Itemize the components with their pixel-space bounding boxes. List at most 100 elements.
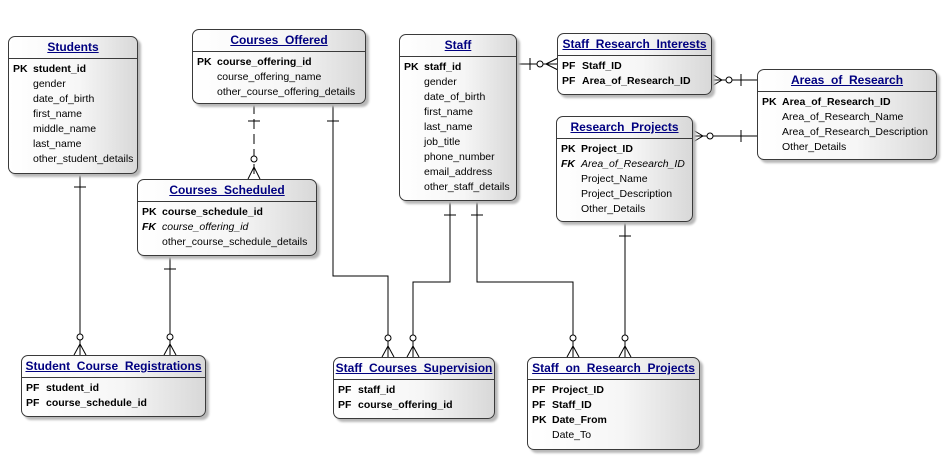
attribute-row: Area_of_Research_Description: [762, 125, 932, 140]
entity-title: Staff_Courses_Supervision: [334, 358, 494, 380]
attribute-name: other_student_details: [33, 153, 134, 165]
attribute-name: Area_of_Research_Name: [782, 111, 904, 123]
attribute-name: middle_name: [33, 123, 97, 135]
attribute-name: job_title: [424, 136, 461, 148]
attribute-row: phone_number: [404, 150, 512, 165]
key-marker: PK: [142, 206, 157, 218]
key-marker: PK: [13, 63, 28, 75]
attribute-name: email_address: [424, 166, 493, 178]
attribute-row: middle_name: [13, 122, 133, 137]
attribute-name: Staff_ID: [552, 399, 592, 411]
attribute-row: last_name: [13, 137, 133, 152]
attribute-row: Project_Name: [561, 172, 688, 187]
attribute-row: Date_To: [532, 428, 695, 443]
attribute-name: Other_Details: [581, 203, 646, 215]
attribute-row: date_of_birth: [404, 90, 512, 105]
attribute-row: other_course_offering_details: [197, 85, 361, 100]
attribute-row: date_of_birth: [13, 92, 133, 107]
entity-title: Staff_on_Research_Projects: [528, 358, 699, 380]
rel-staff-onprojects: [471, 201, 580, 358]
rel-scheduled-registrations: [163, 256, 177, 356]
attribute-row: other_student_details: [13, 152, 133, 167]
attribute-row: course_offering_name: [197, 70, 361, 85]
attribute-row: gender: [404, 75, 512, 90]
key-marker: PK: [561, 143, 576, 155]
attribute-row: PK student_id: [13, 62, 133, 77]
entity-title: Courses_Offered: [193, 30, 365, 52]
attribute-row: email_address: [404, 165, 512, 180]
attribute-name: staff_id: [358, 384, 396, 396]
entity-title: Staff: [400, 35, 516, 57]
key-marker: PF: [562, 75, 576, 87]
key-marker: PK: [532, 414, 547, 426]
attribute-name: course_schedule_id: [162, 206, 263, 218]
attribute-name: student_id: [46, 382, 100, 394]
attribute-name: Area_of_Research_ID: [782, 96, 891, 108]
attribute-name: other_course_offering_details: [217, 86, 356, 98]
attribute-name: course_offering_id: [358, 399, 453, 411]
key-marker: PF: [26, 397, 40, 409]
rel-offered-supervision: [327, 104, 395, 358]
entity-attributes: PF student_id PF course_schedule_id: [22, 378, 205, 411]
entity-title: Research_Projects: [557, 117, 692, 139]
attribute-row: PF course_schedule_id: [26, 396, 201, 411]
attribute-name: Date_From: [552, 414, 607, 426]
attribute-name: other_course_schedule_details: [162, 236, 308, 248]
attribute-name: staff_id: [424, 61, 462, 73]
attribute-name: Date_To: [552, 429, 592, 441]
attribute-row: PF staff_id: [338, 383, 490, 398]
attribute-name: date_of_birth: [424, 91, 486, 103]
attribute-name: Project_ID: [552, 384, 604, 396]
attribute-row: Area_of_Research_Name: [762, 110, 932, 125]
attribute-name: course_offering_name: [217, 71, 322, 83]
attribute-name: Other_Details: [782, 141, 847, 153]
attribute-row: first_name: [404, 105, 512, 120]
attribute-name: first_name: [33, 108, 83, 120]
attribute-name: course_schedule_id: [46, 397, 147, 409]
attribute-row: PK course_schedule_id: [142, 205, 312, 220]
attribute-name: course_offering_id: [162, 221, 249, 233]
rel-areas-projects: [692, 129, 757, 143]
attribute-row: other_staff_details: [404, 180, 512, 195]
key-marker: PF: [338, 384, 352, 396]
attribute-row: Project_Description: [561, 187, 688, 202]
attribute-name: student_id: [33, 63, 87, 75]
attribute-name: gender: [424, 76, 457, 88]
attribute-row: job_title: [404, 135, 512, 150]
attribute-row: last_name: [404, 120, 512, 135]
attribute-row: first_name: [13, 107, 133, 122]
attribute-name: last_name: [33, 138, 82, 150]
attribute-row: gender: [13, 77, 133, 92]
entity-title: Students: [9, 37, 137, 59]
rel-offered-scheduled: [247, 104, 261, 180]
attribute-row: Other_Details: [561, 202, 688, 217]
key-marker: PK: [197, 56, 212, 68]
entity-title: Staff_Research_Interests: [558, 34, 711, 56]
attribute-row: Other_Details: [762, 140, 932, 155]
